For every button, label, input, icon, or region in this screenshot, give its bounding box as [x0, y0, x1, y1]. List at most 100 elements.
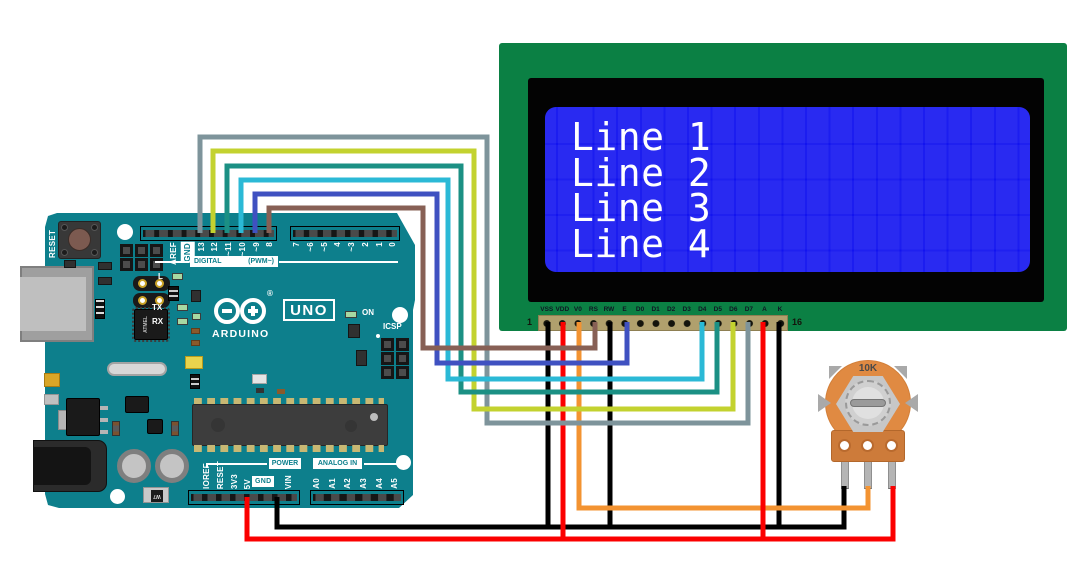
arduino-logo-icon	[240, 298, 266, 324]
lcd-pin-label: D3	[682, 306, 691, 313]
header-pin	[135, 244, 148, 257]
smd-component	[191, 290, 201, 302]
lcd-pin-label: D5	[713, 306, 722, 313]
led-rx-icon	[177, 318, 188, 325]
resistor-component	[112, 421, 120, 436]
wire-d8-lcd-rs	[266, 205, 598, 351]
capacitor	[117, 449, 151, 483]
pot-hole-icon	[885, 439, 898, 452]
smd-component	[44, 394, 59, 405]
lcd-pin-label: V0	[573, 306, 582, 313]
resistor-component	[171, 421, 179, 436]
usb-connector-inner	[20, 277, 86, 331]
header-pin	[120, 244, 133, 257]
power-pin-label: GND	[252, 476, 275, 487]
lcd-pin-header	[538, 315, 788, 331]
pot-hole-icon	[861, 439, 874, 452]
lcd-pin-label: VDD	[555, 306, 570, 313]
gold-pad-icon	[155, 279, 164, 288]
led-tx-icon	[177, 304, 188, 311]
lcd-pin-label: D7	[744, 306, 754, 313]
lcd-pin-label: D6	[729, 306, 738, 313]
led-icon	[192, 313, 201, 320]
icsp-pin1-dot	[376, 334, 380, 338]
digital-header-left	[140, 226, 277, 241]
pwm-section-label: (PWM~)	[248, 258, 274, 265]
lcd-pin-label: D2	[666, 306, 676, 313]
icsp-pin	[381, 338, 394, 351]
divider-line	[364, 463, 398, 465]
lcd-pin-label: RW	[603, 306, 615, 313]
smd-component	[64, 260, 76, 268]
led-l-icon	[172, 273, 183, 280]
led-rx-label: RX	[152, 317, 164, 326]
crystal-oscillator	[107, 362, 167, 376]
uno-model-label: UNO	[290, 301, 328, 319]
dip-pins-top	[194, 398, 384, 405]
reset-screw-icon	[91, 224, 98, 231]
icsp-pin	[381, 366, 394, 379]
header-pin	[150, 244, 163, 257]
dip-pin1-dot	[370, 413, 378, 421]
gold-pad-icon	[155, 296, 164, 305]
smd-component	[348, 324, 360, 338]
voltage-regulator	[66, 398, 100, 436]
arduino-brand-label: ARDUINO	[212, 328, 270, 340]
lcd-pin-label: D1	[651, 306, 660, 313]
lcd-text-line: Line 3	[571, 186, 712, 230]
transistor-component	[147, 419, 163, 434]
wire-lcd-v0-pot	[576, 322, 871, 511]
divider-tick	[206, 463, 208, 468]
logo-minus-icon	[222, 309, 232, 313]
smd-component	[277, 389, 285, 394]
power-jack-inner	[33, 447, 91, 485]
smd-component	[98, 262, 112, 270]
icsp-pin	[396, 366, 409, 379]
dip-marking	[211, 418, 225, 432]
divider-line	[155, 261, 189, 263]
power-section-box: POWER	[269, 458, 301, 469]
registered-mark: ®	[267, 289, 273, 298]
digital-header-right	[290, 226, 400, 241]
lcd-pin-label: D0	[635, 306, 645, 313]
w7-component: W7	[143, 487, 169, 503]
gold-pad-icon	[138, 296, 147, 305]
icsp-pin	[396, 352, 409, 365]
wire-d12-lcd-d6	[210, 148, 736, 412]
lcd-pin-label: D4	[698, 306, 707, 313]
analog-section-box: ANALOG IN	[313, 458, 362, 469]
header-pin	[120, 258, 133, 271]
capacitor	[155, 449, 189, 483]
reset-screw-icon	[61, 224, 68, 231]
resonator-component	[185, 356, 203, 369]
smd-component	[98, 277, 112, 285]
uno-model-box: UNO	[283, 299, 335, 321]
mounting-hole	[392, 307, 408, 323]
smd-component	[95, 299, 105, 319]
lcd-pin-label: E	[622, 306, 627, 313]
icsp-pin	[381, 352, 394, 365]
analog-header	[310, 490, 404, 505]
smd-component	[191, 328, 200, 334]
small-ic-chip	[125, 396, 149, 413]
on-led-icon	[345, 311, 357, 318]
smd-component	[356, 350, 367, 366]
arduino-logo-icon	[214, 298, 240, 324]
reset-screw-icon	[91, 249, 98, 256]
regulator-leg	[100, 418, 108, 422]
logo-plus-icon	[251, 306, 255, 316]
lcd-pin-label: A	[762, 306, 767, 313]
smd-component	[256, 388, 264, 393]
header-pin	[135, 258, 148, 271]
pot-value-label: 10K	[858, 363, 878, 374]
dip-pins-bottom	[194, 445, 384, 452]
led-tx-label: TX	[152, 303, 163, 312]
mounting-hole	[396, 455, 411, 470]
smd-component	[190, 374, 200, 389]
lcd-text-line: Line 4	[571, 221, 712, 266]
